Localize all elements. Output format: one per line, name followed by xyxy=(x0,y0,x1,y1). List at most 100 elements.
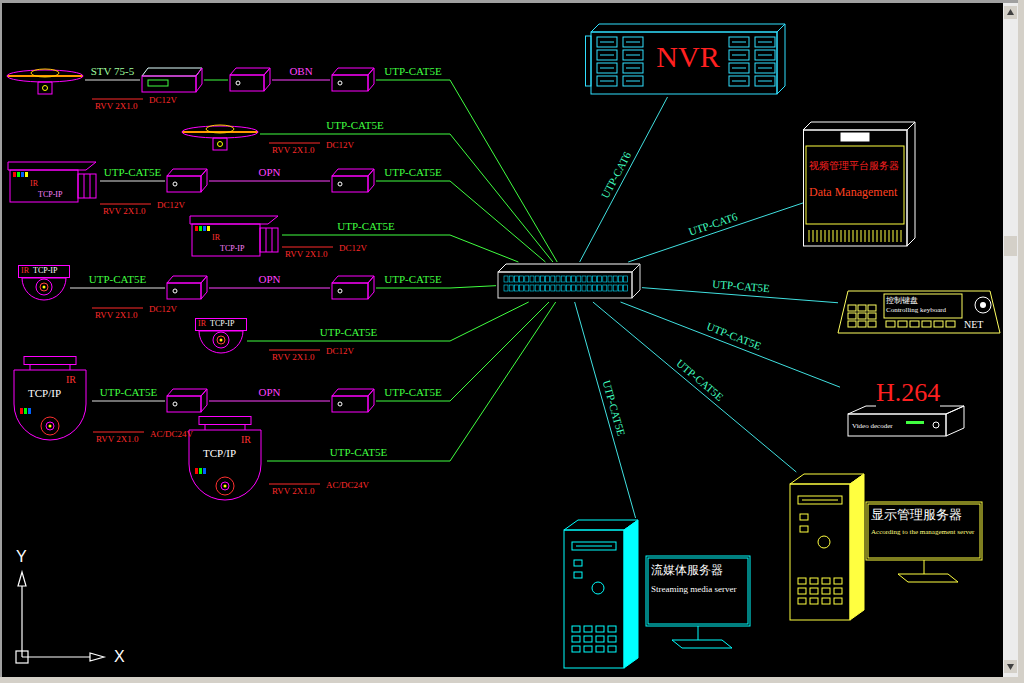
power-cable-label: RVV 2X1.0 xyxy=(103,207,146,217)
camera-bracket xyxy=(90,174,91,198)
tower-key xyxy=(798,598,806,604)
box-camera: IRTCP-IP xyxy=(8,158,100,204)
camera-icon-drawing xyxy=(5,62,85,98)
tower-front xyxy=(790,484,850,620)
color-stripe xyxy=(24,408,27,414)
management-server-drawing xyxy=(803,120,915,248)
transceiver-top xyxy=(332,68,374,75)
window-frame xyxy=(1004,660,1017,673)
drive-bay xyxy=(626,81,640,82)
transceiver-front xyxy=(167,283,201,299)
power-cable xyxy=(269,484,320,485)
switch-port xyxy=(561,276,565,282)
dome-body xyxy=(189,430,261,500)
switch-port xyxy=(603,285,607,291)
network-cable xyxy=(92,401,165,402)
camera-lens xyxy=(217,336,225,344)
power-cable-label: AC/DC24V xyxy=(150,430,193,440)
tower-key xyxy=(822,588,830,594)
dome-lens xyxy=(49,425,52,428)
tower-button xyxy=(574,572,582,578)
drive-bay xyxy=(732,42,746,43)
cabinet-vent xyxy=(809,230,810,242)
video-decoder: H.264Video decoder xyxy=(840,378,968,446)
camera-dome xyxy=(31,69,59,77)
device-label: IR xyxy=(241,434,251,446)
drive-bay xyxy=(597,63,617,73)
switch-port xyxy=(613,285,617,291)
camera-lens xyxy=(220,339,223,342)
window-frame xyxy=(0,0,1024,3)
power-cable xyxy=(92,308,143,309)
tower-key xyxy=(584,646,592,652)
tower-key xyxy=(596,626,604,632)
nvr-recorder: NVR xyxy=(585,22,790,97)
tower-dial xyxy=(818,536,830,548)
camera-band xyxy=(19,266,70,278)
switch-port xyxy=(592,276,596,282)
device-label: TCP-IP xyxy=(220,244,244,253)
tower-key xyxy=(834,598,842,604)
keyboard-body xyxy=(838,291,1000,333)
device-label: TCP/IP xyxy=(28,387,61,400)
fiber-transceiver-drawing xyxy=(330,274,376,302)
camera-lens xyxy=(43,286,46,289)
switch-port xyxy=(608,285,612,291)
tower-side xyxy=(624,520,638,668)
transceiver-top xyxy=(332,389,374,396)
dome-lens xyxy=(224,485,227,488)
speed-dome-camera: IRTCP/IP xyxy=(183,416,267,506)
color-stripe xyxy=(25,172,28,177)
fiber-transceiver-drawing xyxy=(330,387,376,415)
network-cable xyxy=(282,235,518,262)
switch-port xyxy=(540,276,544,282)
dome-lens xyxy=(46,422,54,430)
window-frame xyxy=(1003,3,1018,677)
joystick xyxy=(975,297,991,313)
power-cable-label: DC12V xyxy=(339,244,367,254)
keyboard-button xyxy=(934,321,943,327)
camera-body xyxy=(192,224,260,256)
control-keyboard: 控制键盘Controlling keyboardNET xyxy=(838,283,1000,335)
tower-key xyxy=(584,626,592,632)
power-cable xyxy=(100,204,151,205)
tower-key xyxy=(596,636,604,642)
cabinet-vent xyxy=(821,230,822,242)
cable-label: UTP-CAT5E xyxy=(102,166,163,178)
ucs-axis-icon xyxy=(16,572,104,663)
camera-body xyxy=(182,126,258,138)
tower-dial xyxy=(592,582,604,594)
color-stripe xyxy=(195,226,198,231)
transceiver-front xyxy=(332,176,368,192)
fiber-transceiver-drawing xyxy=(165,274,209,302)
tower-key xyxy=(822,598,830,604)
switch-port xyxy=(535,285,539,291)
video-encoder xyxy=(140,66,204,94)
drive-bay xyxy=(600,81,614,82)
switch-port xyxy=(525,285,529,291)
fiber-transceiver xyxy=(228,66,272,94)
switch-port xyxy=(556,276,560,282)
camera-base xyxy=(38,82,52,94)
transceiver-side xyxy=(368,68,374,91)
network-cable xyxy=(628,203,803,262)
dome-camera: IRTCP-IP xyxy=(18,265,70,311)
switch-port xyxy=(535,276,539,282)
color-stripe xyxy=(28,408,31,414)
cable-label: UTP-CAT5E xyxy=(98,386,159,398)
switch-port xyxy=(530,276,534,282)
window-frame xyxy=(1004,236,1017,256)
drive-bay xyxy=(626,42,640,43)
speed-dome-camera: IRTCP/IP xyxy=(8,356,92,446)
camera-ring xyxy=(36,279,52,295)
power-cable-label: RVV 2X1.0 xyxy=(272,353,315,363)
tower-key xyxy=(572,646,580,652)
dome-lens xyxy=(41,417,59,435)
switch-port xyxy=(598,285,602,291)
color-stripe xyxy=(207,226,210,231)
transceiver-side xyxy=(368,276,374,299)
switch-port xyxy=(556,285,560,291)
switch-port xyxy=(525,276,529,282)
network-cable xyxy=(642,288,838,303)
